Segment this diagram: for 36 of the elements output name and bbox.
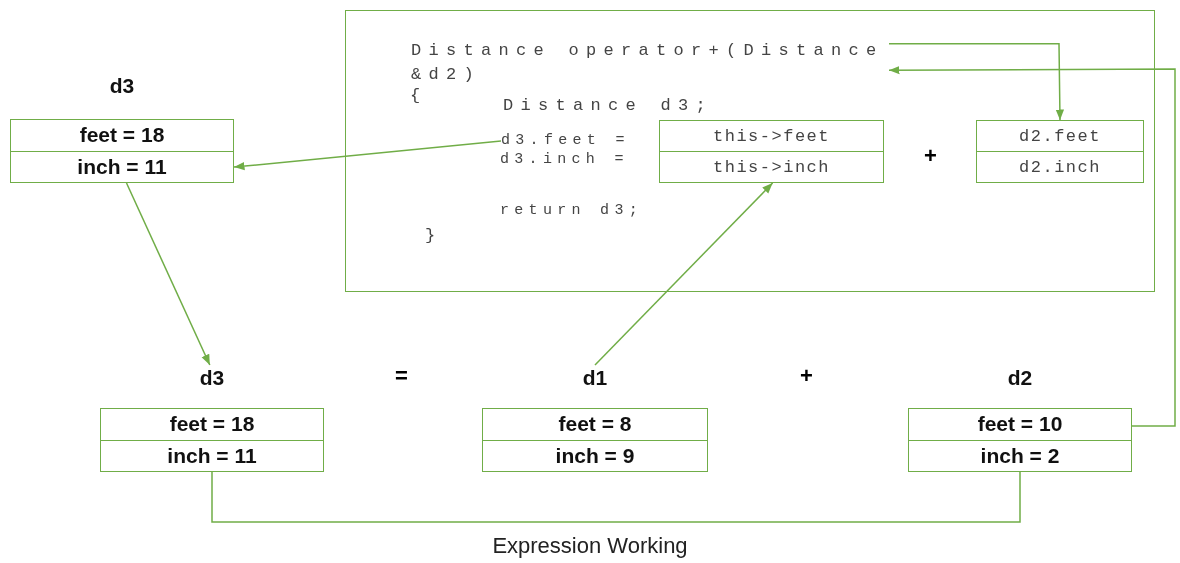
field-row-text: feet = 8 xyxy=(557,411,633,438)
field-row: inch = 2 xyxy=(909,439,1131,471)
variable-name: d3 xyxy=(108,73,136,99)
connector-line xyxy=(211,471,1021,523)
variable-name: d3 xyxy=(198,365,226,391)
caption: Expression Working xyxy=(491,533,689,559)
arrow xyxy=(888,43,1065,121)
field-row-text: d2.feet xyxy=(1018,125,1102,148)
arrow xyxy=(125,182,211,366)
arrow xyxy=(233,140,502,171)
field-row: inch = 9 xyxy=(483,439,707,471)
field-row: this->inch xyxy=(660,151,883,182)
arrow xyxy=(888,65,1176,427)
code-line: d3.inch = xyxy=(500,151,629,169)
variable-name: d2 xyxy=(1006,365,1034,391)
code-line: } xyxy=(425,225,443,247)
variable-name: d1 xyxy=(581,365,609,391)
field-row: inch = 11 xyxy=(101,439,323,471)
code-panel xyxy=(345,10,1155,292)
code-line: return d3; xyxy=(500,202,643,220)
field-row-text: feet = 10 xyxy=(976,411,1064,438)
field-row-text: this->feet xyxy=(712,125,831,148)
operator-sign: = xyxy=(395,363,408,389)
code-line: Distance d3; xyxy=(503,95,714,117)
field-row-text: feet = 18 xyxy=(78,122,166,149)
expression-box xyxy=(976,120,1144,183)
field-row: inch = 11 xyxy=(11,150,233,182)
code-line: d3.feet = xyxy=(501,132,641,150)
operator-sign: + xyxy=(800,363,813,389)
operator-sign: + xyxy=(924,143,937,169)
code-line: Distance operator+(Distance &d2) xyxy=(411,39,889,87)
expression-box xyxy=(659,120,884,183)
code-line: { xyxy=(410,85,428,107)
arrow xyxy=(594,182,774,366)
field-row-text: feet = 18 xyxy=(168,411,256,438)
field-row: d2.inch xyxy=(977,151,1143,182)
